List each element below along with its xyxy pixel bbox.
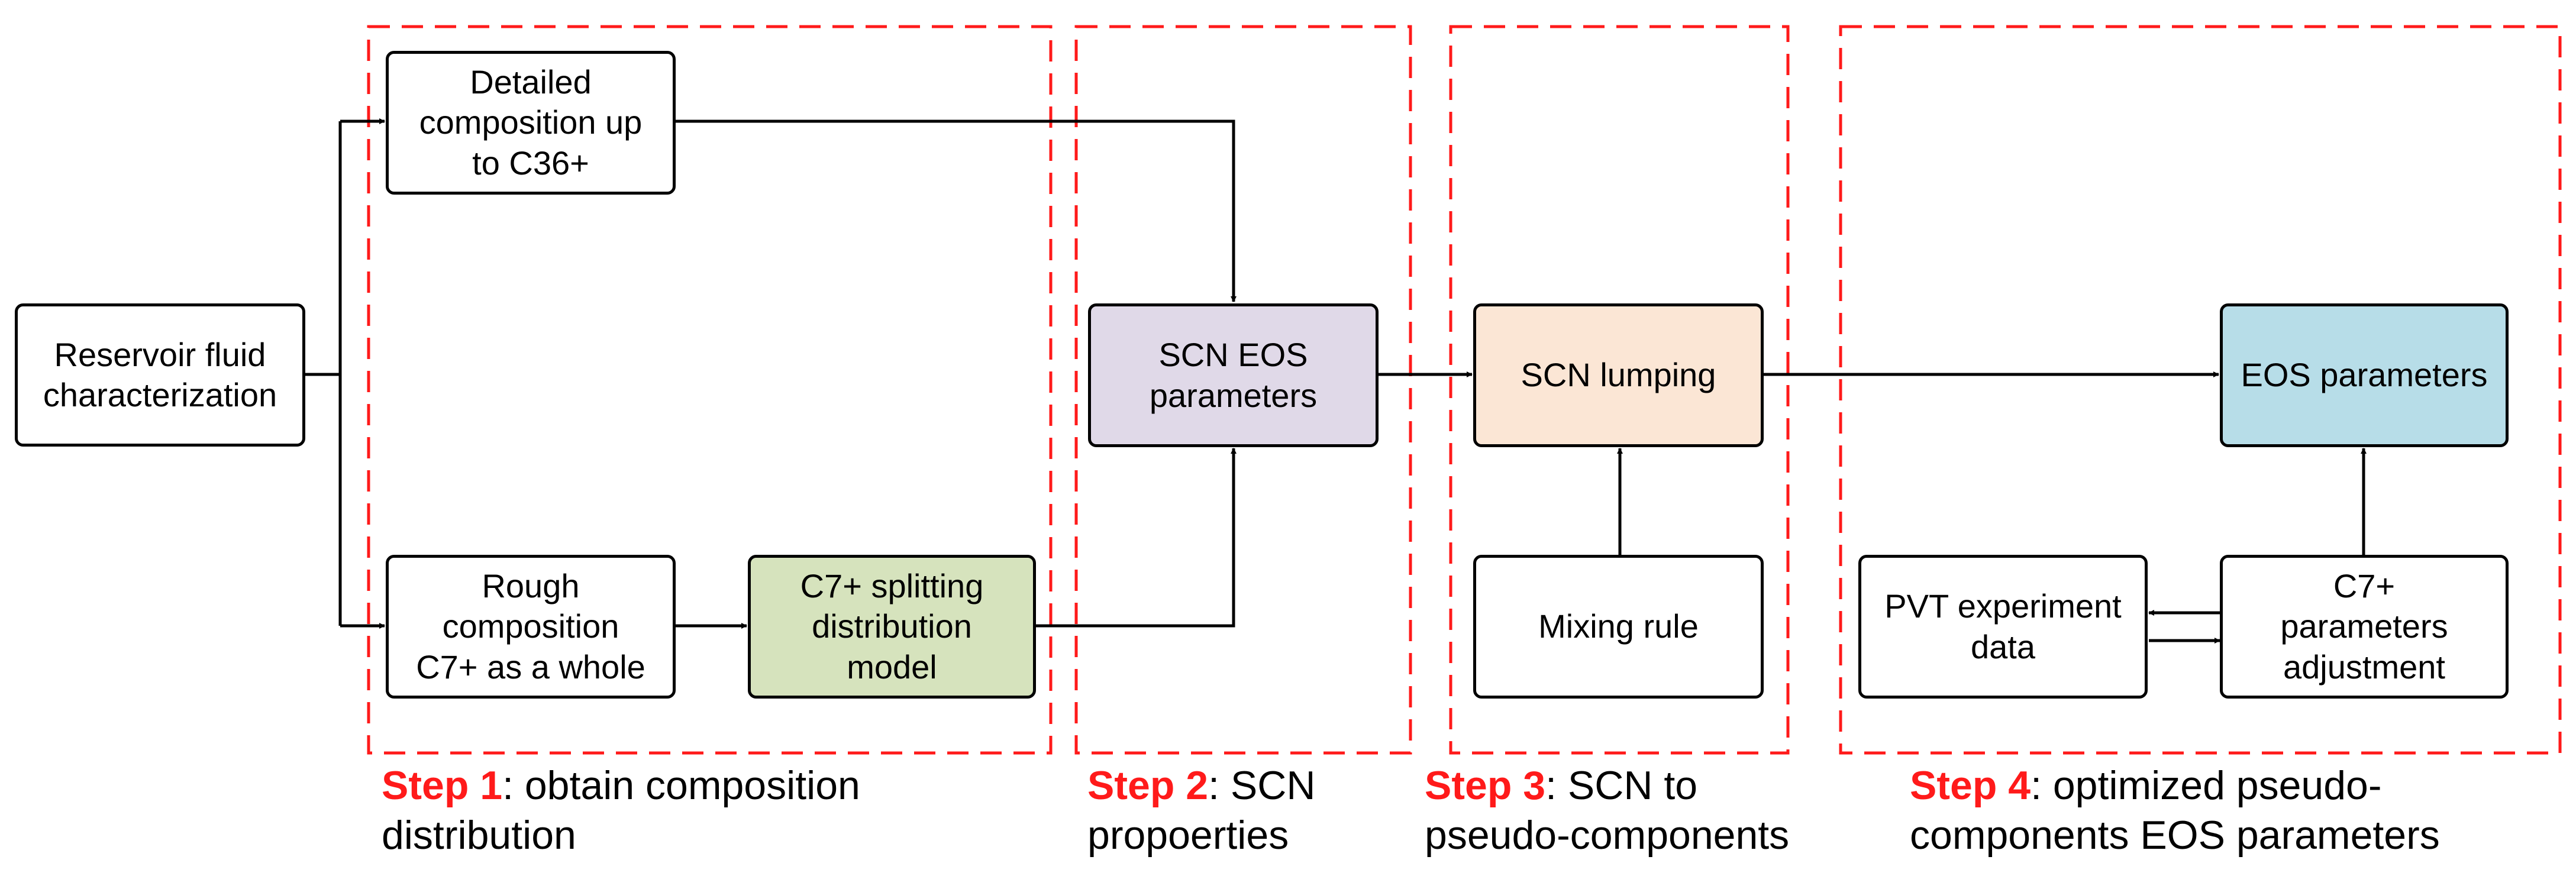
scn-lumping-label: SCN lumping [1521,355,1716,395]
step1-label: Step 1 [382,763,503,808]
step4-region [1839,25,2562,755]
step1-caption: Step 1: obtain composition distribution [382,761,860,861]
scn-lumping-box: SCN lumping [1473,303,1764,447]
box-label-line: distribution [812,607,972,645]
step4-label: Step 4 [1910,763,2031,808]
step4-text-line1: : optimized pseudo- [2031,763,2382,808]
step3-caption: Step 3: SCN to pseudo-components [1425,761,1789,861]
box-label-line: SCN EOS [1158,336,1308,374]
box-label-line: Rough [482,567,580,605]
box-label-line: Detailed [470,63,592,101]
step3-region [1449,25,1790,755]
box-label-line: SCN lumping [1521,356,1716,394]
box-label-line: Mixing rule [1538,607,1699,645]
box-label-line: parameters [1149,376,1318,414]
step1-text-line1: : obtain composition [502,763,860,808]
step4-text-line2: components EOS parameters [1910,813,2440,858]
box-label-line: data [1970,628,2035,665]
step2-text-line2: propoerties [1087,813,1289,858]
box-label-line: adjustment [2283,648,2445,686]
arrow-splitting-to-scn-eos [1036,448,1237,628]
step2-caption: Step 2: SCN propoerties [1087,761,1315,861]
step2-label: Step 2 [1087,763,1209,808]
step3-text-line2: pseudo-components [1425,813,1790,858]
step1-text-line2: distribution [382,813,576,858]
box-label-line: model [847,648,937,686]
eos-parameters-box: EOS parameters [2220,303,2509,447]
box-label-line: parameters [2280,607,2448,645]
box-label-line: PVT experiment [1884,587,2122,625]
box-label-line: C7+ as a whole [416,648,645,686]
box-label-line: Reservoir fluid [54,335,266,373]
step4-caption: Step 4: optimized pseudo- components EOS… [1910,761,2440,861]
box-label-line: characterization [43,376,277,413]
step3-label: Step 3 [1425,763,1546,808]
step2-text-line1: : SCN [1208,763,1316,808]
eos-parameters-label: EOS parameters [2241,355,2487,395]
box-label-line: C7+ splitting [800,567,984,605]
box-label-line: composition up [419,104,643,141]
box-label-line: to C36+ [472,144,589,182]
mixing-rule-box: Mixing rule [1473,555,1764,699]
step1-region [367,25,1053,755]
step2-region [1074,25,1412,755]
box-label-line: composition [442,607,619,645]
box-label-line: C7+ [2333,567,2396,605]
mixing-rule-label: Mixing rule [1538,606,1699,647]
box-label-line: EOS parameters [2241,356,2488,394]
step3-text-line1: : SCN to [1545,763,1698,808]
arrow-detailed-to-scn-eos [676,119,1237,302]
